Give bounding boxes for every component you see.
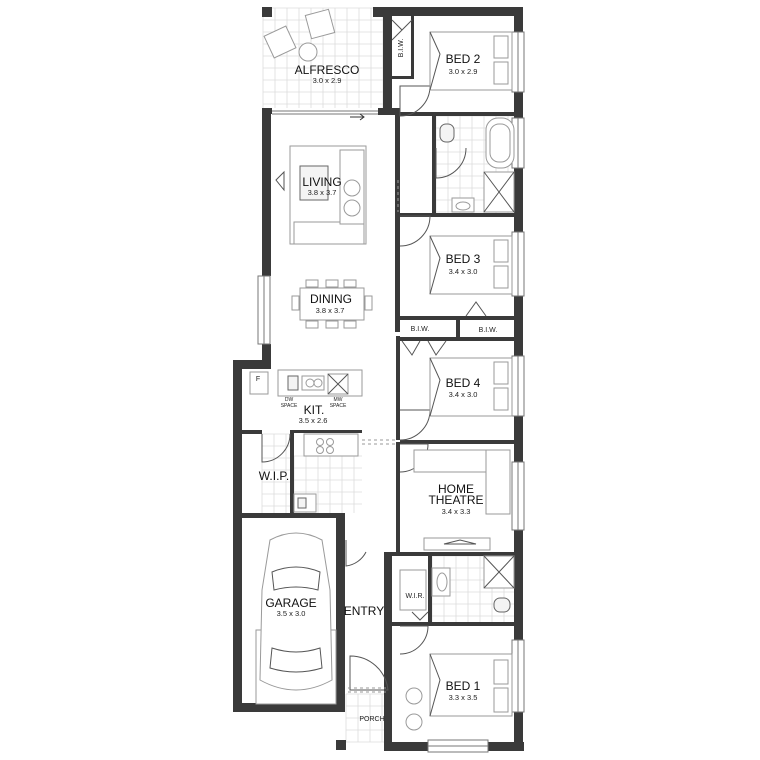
bed4-bed: [429, 357, 513, 417]
fridge-label: F: [256, 376, 260, 383]
bed4-name: BED 4: [446, 376, 481, 390]
bed2-bed: [429, 31, 513, 91]
room-labels: ALFRESCO 3.0 x 2.9 BED 2 3.0 x 2.9 LIVIN…: [265, 52, 483, 702]
dw-space-label-1: DW: [285, 397, 294, 403]
garage-name: GARAGE: [265, 596, 316, 610]
wip-label: W.I.P.: [259, 469, 289, 483]
mw-space-label-1: MW: [334, 397, 343, 403]
dw-space-label-2: SPACE: [281, 403, 298, 409]
mw-space-label-2: SPACE: [330, 403, 347, 409]
kitchen-size: 3.5 x 2.6: [299, 416, 328, 425]
bed3-size: 3.4 x 3.0: [449, 267, 478, 276]
bed2-size: 3.0 x 2.9: [449, 67, 478, 76]
porch-label: PORCH: [359, 716, 384, 723]
biw-bed2-label: B.I.W.: [398, 39, 405, 58]
theatre-size: 3.4 x 3.3: [442, 507, 471, 516]
pantry-tiles: [261, 433, 290, 513]
tag-labels: B.I.W. B.I.W. B.I.W. W.I.P. W.I.R. ENTRY…: [256, 39, 498, 723]
kitchen-fixtures: [249, 369, 363, 513]
kitchen-name: KIT.: [304, 403, 325, 417]
alfresco-name: ALFRESCO: [295, 63, 360, 77]
bath-fixtures: [439, 117, 515, 213]
theatre-furniture: [413, 449, 511, 551]
ensuite-fixtures: [399, 555, 515, 613]
bed4-size: 3.4 x 3.0: [449, 390, 478, 399]
dining-name: DINING: [310, 292, 352, 306]
biw-bed3-right-label: B.I.W.: [479, 327, 498, 334]
theatre-name-line2: THEATRE: [428, 493, 483, 507]
doors: [261, 19, 487, 693]
living-size: 3.8 x 3.7: [308, 188, 337, 197]
bed3-name: BED 3: [446, 252, 481, 266]
biw-bed3-left-label: B.I.W.: [411, 326, 430, 333]
bed2-name: BED 2: [446, 52, 481, 66]
dining-size: 3.8 x 3.7: [316, 306, 345, 315]
bed1-name: BED 1: [446, 679, 481, 693]
alfresco-furniture: [263, 8, 336, 62]
living-name: LIVING: [302, 175, 341, 189]
entry-label: ENTRY: [344, 604, 384, 618]
theatre-name-line1: HOME: [438, 482, 474, 496]
garage-size: 3.5 x 3.0: [277, 609, 306, 618]
alfresco-size: 3.0 x 2.9: [313, 76, 342, 85]
garage-car: [255, 532, 337, 705]
dining-furniture: [291, 279, 373, 329]
living-furniture: [275, 145, 367, 245]
bed1-size: 3.3 x 3.5: [449, 693, 478, 702]
wir-label: W.I.R.: [405, 593, 424, 600]
bed1-bed: [405, 653, 513, 731]
bed3-bed: [429, 235, 513, 295]
windows: [257, 31, 525, 753]
